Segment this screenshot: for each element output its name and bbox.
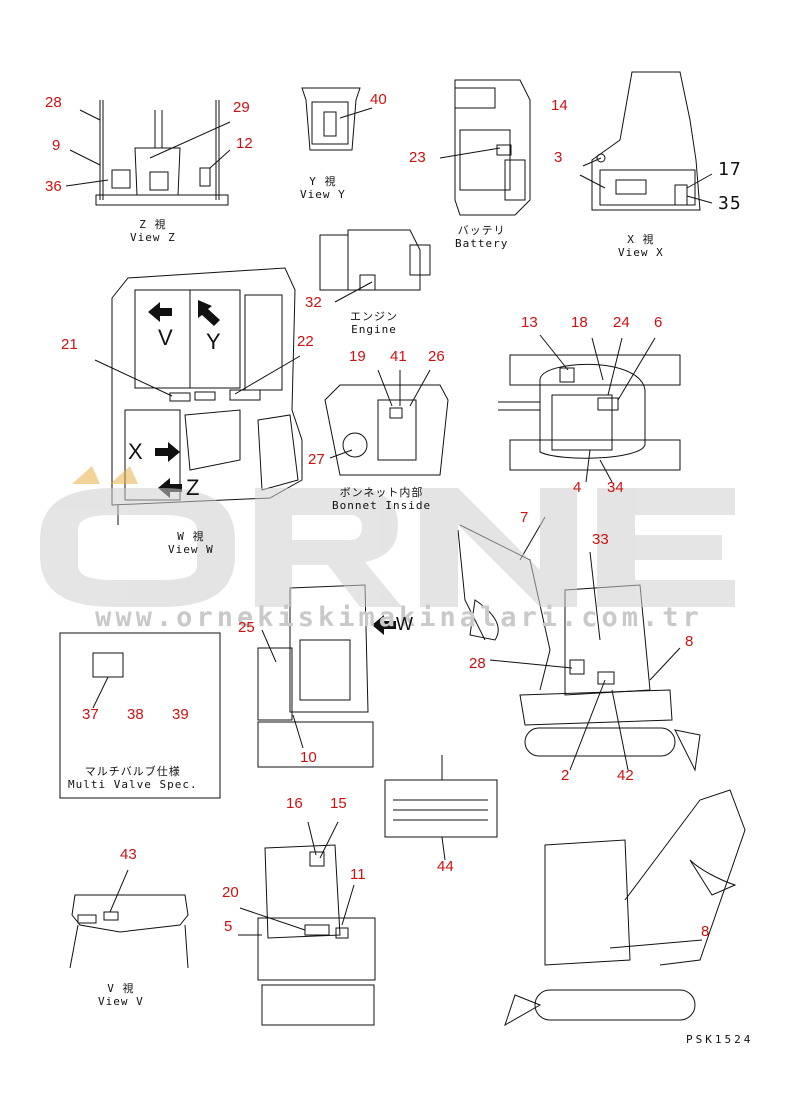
watermark-logo <box>40 466 735 607</box>
callout-9: 9 <box>52 137 61 154</box>
excavator-rear-drawing <box>504 789 746 1027</box>
callout-18: 18 <box>571 314 588 331</box>
callout-39: 39 <box>172 706 189 723</box>
callout-5: 5 <box>224 918 233 935</box>
view-y-drawing <box>301 87 373 151</box>
battery-drawing <box>439 79 531 216</box>
callout-21: 21 <box>61 336 78 353</box>
callout-8-rear: 8 <box>701 923 710 940</box>
callout-25: 25 <box>238 619 255 636</box>
cab-letter-x: X <box>128 439 144 464</box>
bonnet-drawing <box>324 369 449 476</box>
callout-29: 29 <box>233 99 250 116</box>
drawing-code: PSK1524 <box>686 1033 754 1046</box>
view-z-drawing <box>65 100 231 206</box>
arrow-x <box>155 442 180 462</box>
label-44-drawing <box>384 755 498 861</box>
view-x-drawing <box>579 71 713 211</box>
callout-37: 37 <box>82 706 99 723</box>
cab-letter-z: Z <box>186 475 201 500</box>
callout-6: 6 <box>654 314 663 331</box>
callout-13: 13 <box>521 314 538 331</box>
callout-15: 15 <box>330 795 347 812</box>
callout-20: 20 <box>222 884 239 901</box>
callout-28-side: 28 <box>469 655 486 672</box>
callout-4: 4 <box>573 479 582 496</box>
callout-23: 23 <box>409 149 426 166</box>
watermark-url: www.ornekiskimakinalari.com.tr <box>95 602 703 633</box>
callout-41: 41 <box>390 348 407 365</box>
rear-cab-drawing <box>257 584 374 768</box>
callout-28-z: 28 <box>45 94 62 111</box>
callout-32: 32 <box>305 294 322 311</box>
view-v-drawing <box>69 869 189 969</box>
cab-letter-y: Y <box>206 329 222 354</box>
callout-16: 16 <box>286 795 303 812</box>
callout-38: 38 <box>127 706 144 723</box>
callout-40: 40 <box>370 91 387 108</box>
callout-2: 2 <box>561 767 570 784</box>
callout-42: 42 <box>617 767 634 784</box>
callout-17: 17 <box>718 159 742 180</box>
callout-14: 14 <box>551 97 568 114</box>
arrow-w <box>372 615 396 635</box>
callout-34: 34 <box>607 479 624 496</box>
callout-19: 19 <box>349 348 366 365</box>
callout-27: 27 <box>308 451 325 468</box>
cab-arrows <box>148 300 396 635</box>
top-view-drawing <box>498 334 681 483</box>
callout-33: 33 <box>592 531 609 548</box>
multi-valve-box <box>59 632 221 799</box>
callout-3: 3 <box>554 149 563 166</box>
callout-7: 7 <box>520 509 529 526</box>
callout-26: 26 <box>428 348 445 365</box>
arrow-v <box>148 302 172 322</box>
callout-43: 43 <box>120 846 137 863</box>
callout-35: 35 <box>718 193 742 214</box>
callout-22: 22 <box>297 333 314 350</box>
cab-letter-w: W <box>396 614 414 634</box>
engine-drawing <box>319 229 431 303</box>
callout-10: 10 <box>300 749 317 766</box>
callout-24: 24 <box>613 314 630 331</box>
rear-view-drawing <box>238 821 376 1026</box>
callout-36: 36 <box>45 178 62 195</box>
callout-44: 44 <box>437 858 454 875</box>
arrow-y <box>198 300 220 326</box>
callout-12: 12 <box>236 135 253 152</box>
callout-8-side: 8 <box>685 633 694 650</box>
callout-11: 11 <box>350 866 366 883</box>
cab-letter-v: V <box>158 325 174 350</box>
